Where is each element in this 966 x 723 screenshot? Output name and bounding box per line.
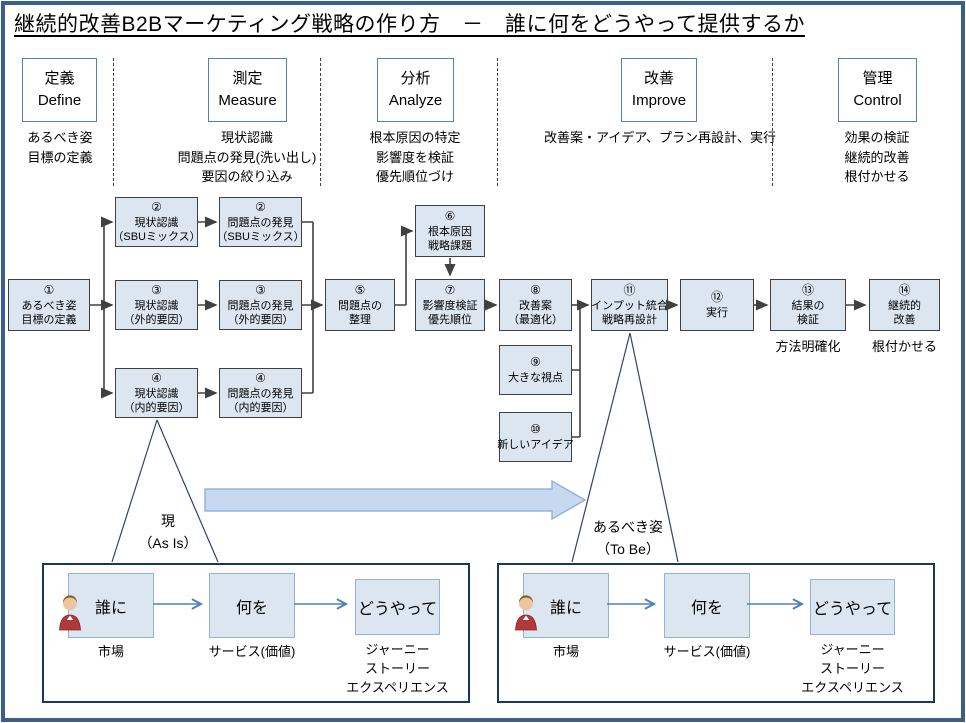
phase-label-jp: 分析 bbox=[400, 70, 431, 88]
flow-box-3-problems: ③ 問題点の発見 （外的要因） bbox=[219, 280, 302, 330]
note-method-clarify: 方法明確化 bbox=[775, 339, 841, 354]
flow-box-11: ⑪ インプット統合 戦略再設計 bbox=[591, 279, 668, 331]
person-icon bbox=[59, 595, 81, 631]
flow-box-14: ⑭ 継続的 改善 bbox=[869, 279, 940, 331]
phase-divider bbox=[113, 58, 114, 186]
note-embed: 根付かせる bbox=[871, 339, 937, 354]
journey-how-label: ジャーニー ストーリー エクスペリエンス bbox=[346, 642, 449, 695]
phase-desc-define: あるべき姿 目標の定義 bbox=[27, 130, 93, 165]
flow-box-13: ⑬ 結果の 検証 bbox=[770, 279, 846, 331]
flow-box-2-problems: ② 問題点の発見 （SBUミックス） bbox=[216, 197, 305, 247]
phase-label-en: Analyze bbox=[388, 92, 443, 109]
journey-what-box: 何を bbox=[209, 573, 295, 638]
phase-box-analyze: 分析 Analyze bbox=[377, 58, 454, 122]
phase-divider bbox=[497, 58, 498, 186]
journey-how-label: ジャーニー ストーリー エクスペリエンス bbox=[801, 642, 904, 695]
flow-box-5: ⑤ 問題点の 整理 bbox=[325, 279, 395, 331]
journey-who-label: 市場 bbox=[97, 644, 124, 659]
phase-label-en: Improve bbox=[631, 92, 687, 109]
phase-divider bbox=[320, 58, 321, 186]
phase-desc-control: 効果の検証 継続的改善 根付かせる bbox=[844, 130, 910, 184]
flow-box-7: ⑦ 影響度検証 優先順位 bbox=[415, 279, 485, 331]
person-icon bbox=[515, 595, 537, 631]
phase-label-en: Define bbox=[37, 92, 82, 109]
phase-desc-improve: 改善案・アイデア、プラン再設計、実行 bbox=[543, 130, 777, 145]
page-title: 継続的改善B2Bマーケティング戦略の作り方 － 誰に何をどうやって提供するか bbox=[14, 13, 805, 36]
journey-how-box: どうやって bbox=[810, 579, 895, 635]
journey-how-box: どうやって bbox=[355, 579, 440, 635]
journey-asis-container: 誰に 何を どうやって 市場 サービス(価値) ジャーニー ストーリー エクスペ… bbox=[42, 563, 470, 703]
flow-box-10: ⑩ 新しいアイデア bbox=[497, 412, 574, 462]
phase-box-define: 定義 Define bbox=[22, 58, 97, 122]
phase-label-en: Measure bbox=[218, 92, 277, 109]
phase-divider bbox=[772, 58, 773, 186]
state-label-asis: 現 （As Is） bbox=[138, 513, 198, 551]
flow-box-9: ⑨ 大きな視点 bbox=[499, 345, 572, 395]
phase-box-measure: 測定 Measure bbox=[208, 58, 287, 122]
phase-box-improve: 改善 Improve bbox=[621, 58, 697, 122]
flow-box-4-problems: ④ 問題点の発見 （内的要因） bbox=[219, 368, 302, 418]
flow-box-12: ⑫ 実行 bbox=[680, 279, 754, 331]
flow-box-6: ⑥ 根本原因 戦略課題 bbox=[415, 205, 485, 257]
journey-what-label: サービス(価値) bbox=[208, 644, 296, 659]
phase-label-en: Control bbox=[853, 92, 902, 109]
phase-label-jp: 定義 bbox=[44, 70, 75, 88]
phase-label-jp: 改善 bbox=[643, 70, 674, 88]
flow-box-4-current: ④ 現状認識 （内的要因） bbox=[115, 368, 198, 418]
phase-label-jp: 管理 bbox=[862, 70, 893, 88]
journey-what-label: サービス(価値) bbox=[663, 644, 751, 659]
flow-box-2-current: ② 現状認識 （SBUミックス） bbox=[112, 197, 201, 247]
big-transition-arrow bbox=[204, 479, 587, 521]
flow-box-3-current: ③ 現状認識 （外的要因） bbox=[115, 280, 198, 330]
flow-box-8: ⑧ 改善案 （最適化） bbox=[499, 279, 572, 331]
journey-who-box: 誰に bbox=[68, 573, 154, 638]
phase-desc-measure: 現状認識 問題点の発見(洗い出し) 要因の絞り込み bbox=[177, 130, 317, 184]
journey-who-label: 市場 bbox=[552, 644, 579, 659]
phase-desc-analyze: 根本原因の特定 影響度を検証 優先順位づけ bbox=[369, 130, 461, 184]
flow-box-1: ① あるべき姿 目標の定義 bbox=[8, 279, 90, 331]
journey-who-box: 誰に bbox=[523, 573, 609, 638]
state-label-tobe: あるべき姿 （To Be） bbox=[593, 519, 663, 557]
journey-tobe-container: 誰に 何を どうやって 市場 サービス(価値) ジャーニー ストーリー エクスペ… bbox=[497, 563, 935, 703]
phase-box-control: 管理 Control bbox=[838, 58, 917, 122]
journey-what-box: 何を bbox=[664, 573, 750, 638]
phase-label-jp: 測定 bbox=[232, 70, 263, 88]
